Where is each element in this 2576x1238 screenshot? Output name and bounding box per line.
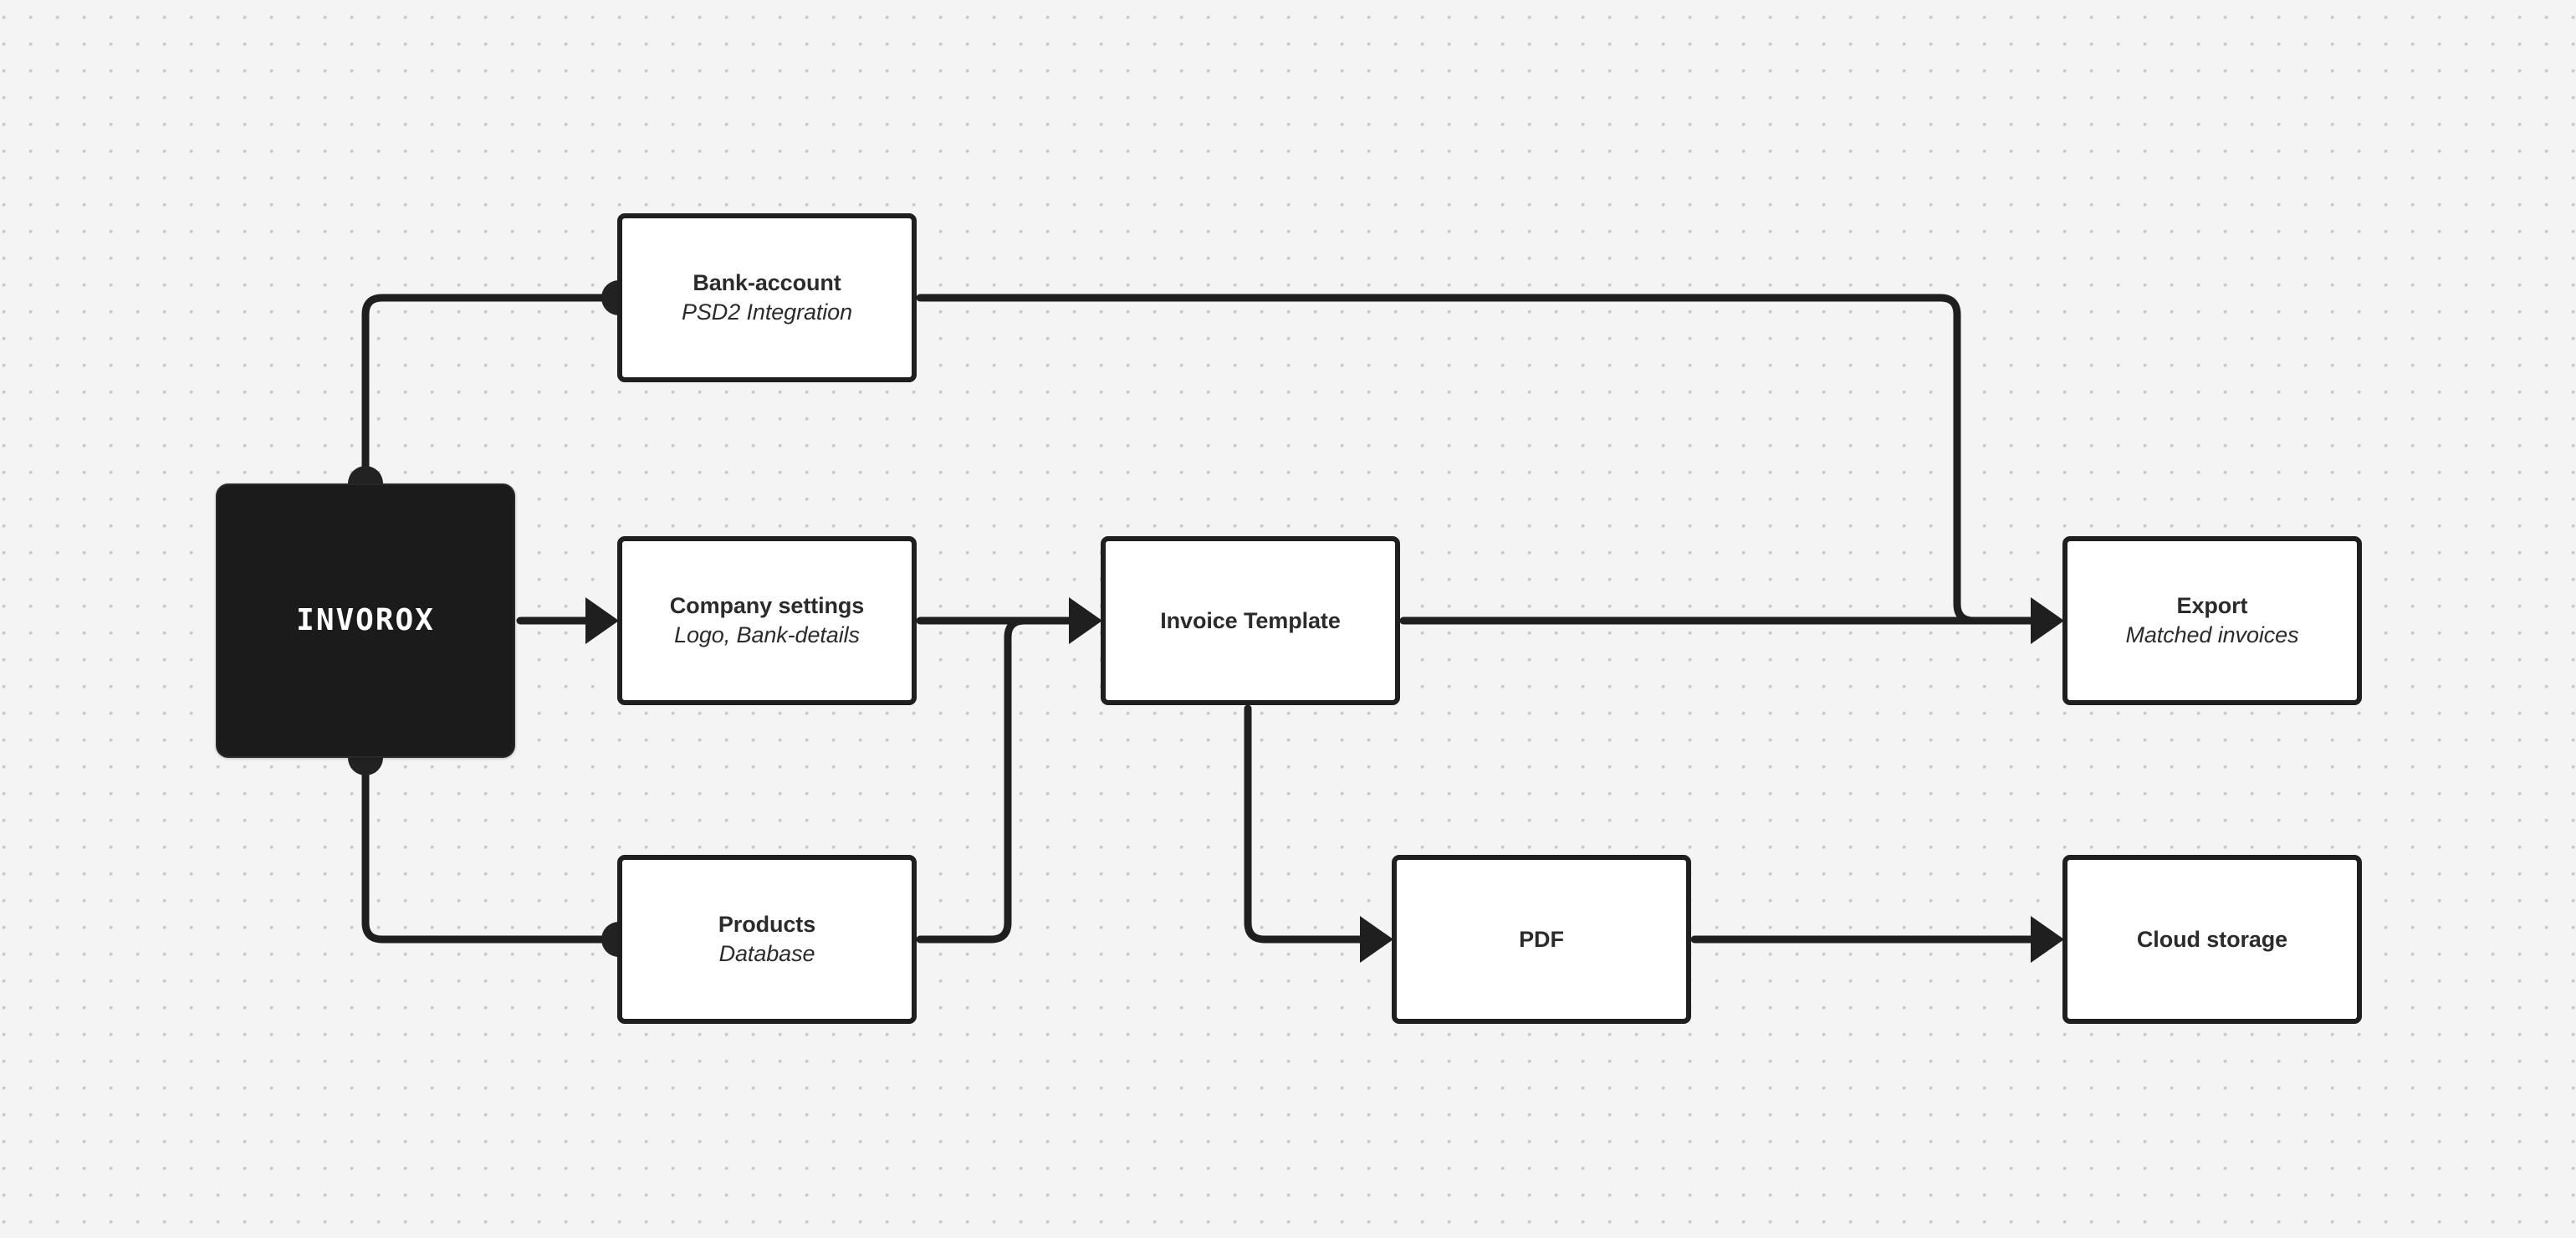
arrowhead-company-settings: [585, 597, 619, 644]
node-cloud-storage-title: Cloud storage: [2136, 926, 2288, 952]
arrowhead-invoice-template: [1069, 597, 1102, 644]
node-bank-account-title: Bank-account: [693, 270, 841, 296]
node-company-settings-subtitle: Logo, Bank-details: [674, 622, 860, 647]
node-products[interactable]: Products Database: [617, 855, 917, 1024]
edge-products-to-invoice-template[interactable]: [916, 616, 1078, 944]
node-invorox-title: INVOROX: [296, 602, 435, 637]
edge-invorox-to-products[interactable]: [361, 754, 621, 944]
node-pdf[interactable]: PDF: [1392, 855, 1691, 1024]
node-bank-account[interactable]: Bank-account PSD2 Integration: [617, 213, 917, 382]
node-pdf-title: PDF: [1519, 926, 1564, 952]
node-products-title: Products: [718, 912, 816, 938]
node-export-subtitle: Matched invoices: [2125, 622, 2299, 647]
node-bank-account-subtitle: PSD2 Integration: [681, 299, 853, 325]
arrowhead-pdf: [1360, 916, 1393, 963]
node-company-settings[interactable]: Company settings Logo, Bank-details: [617, 536, 917, 705]
node-export-title: Export: [2176, 593, 2248, 619]
arrowhead-cloud-storage: [2031, 916, 2064, 963]
edge-bank-account-to-export[interactable]: [916, 294, 2040, 625]
node-cloud-storage[interactable]: Cloud storage: [2062, 855, 2362, 1024]
node-export[interactable]: Export Matched invoices: [2062, 536, 2362, 705]
node-invorox[interactable]: INVOROX: [216, 483, 515, 758]
node-products-subtitle: Database: [718, 941, 815, 966]
node-company-settings-title: Company settings: [669, 593, 865, 619]
edge-invoice-template-to-pdf[interactable]: [1244, 704, 1369, 944]
arrowhead-export: [2031, 597, 2064, 644]
node-invoice-template[interactable]: Invoice Template: [1101, 536, 1400, 705]
node-invoice-template-title: Invoice Template: [1160, 607, 1341, 633]
edge-invorox-to-bank-account[interactable]: [361, 294, 621, 488]
